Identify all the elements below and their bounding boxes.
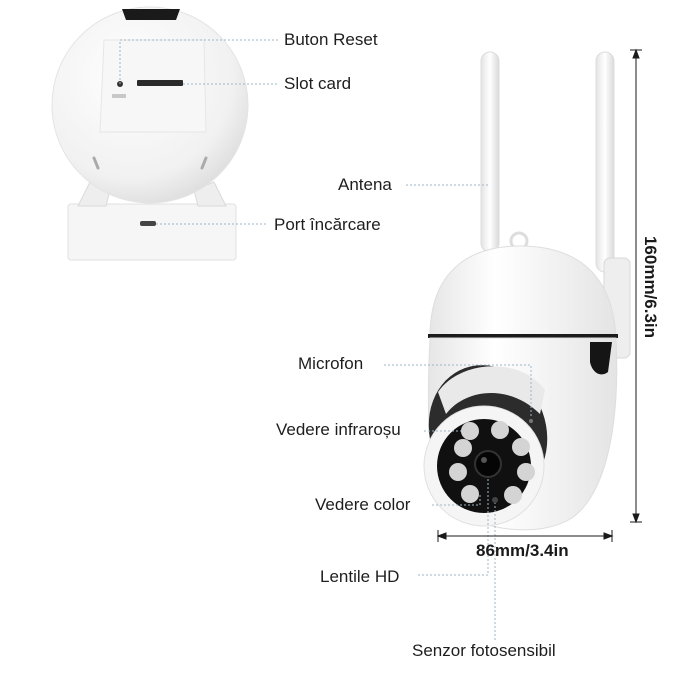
leader-reset <box>119 39 278 84</box>
rear-top-lens <box>122 9 180 20</box>
ir-led-icon <box>504 486 522 504</box>
dome-top <box>429 245 617 338</box>
rear-view <box>51 6 249 261</box>
leader-lens <box>418 478 489 576</box>
ir-led-icon <box>454 439 472 457</box>
ir-led-icon <box>449 463 467 481</box>
dimension-lines <box>436 48 642 542</box>
ir-led-icon <box>512 438 530 456</box>
ir-leds <box>449 421 535 504</box>
label-card-slot: Slot card <box>284 74 352 93</box>
antenna-right <box>595 51 615 273</box>
leader-color <box>432 495 481 506</box>
ir-led-icon <box>461 422 479 440</box>
leader-mic <box>384 364 532 418</box>
leader-lines <box>119 39 532 640</box>
sd-slot-icon <box>137 80 183 86</box>
label-photo-sensor: Senzor fotosensibil <box>412 641 556 660</box>
front-view <box>423 51 631 531</box>
lens-hood <box>438 366 545 414</box>
rear-vent <box>200 156 208 170</box>
label-charging-port: Port încărcare <box>274 215 381 234</box>
dome-divider <box>428 334 618 338</box>
usb-port-icon <box>140 221 156 226</box>
rear-vent <box>92 156 100 170</box>
rear-base <box>67 203 237 261</box>
label-reset-button: Buton Reset <box>284 30 378 49</box>
label-antenna: Antena <box>338 175 392 194</box>
label-hd-lens: Lentile HD <box>320 567 400 586</box>
ir-led-icon <box>517 463 535 481</box>
lens-glint <box>481 457 487 463</box>
photo-sensor-icon <box>492 497 498 503</box>
side-indicator <box>590 342 612 375</box>
antenna-left <box>480 51 500 253</box>
hd-lens-icon <box>474 450 502 478</box>
mic-hole-icon <box>529 419 533 423</box>
reset-print <box>112 94 126 98</box>
label-microphone: Microfon <box>298 354 364 373</box>
label-infrared: Vedere infraroșu <box>276 420 401 439</box>
dimension-width: 86mm/3.4in <box>476 541 569 560</box>
label-color-vision: Vedere color <box>315 495 411 514</box>
ir-led-icon <box>461 485 479 503</box>
ir-led-icon <box>491 421 509 439</box>
dimension-height: 160mm/6.3in <box>641 235 660 339</box>
